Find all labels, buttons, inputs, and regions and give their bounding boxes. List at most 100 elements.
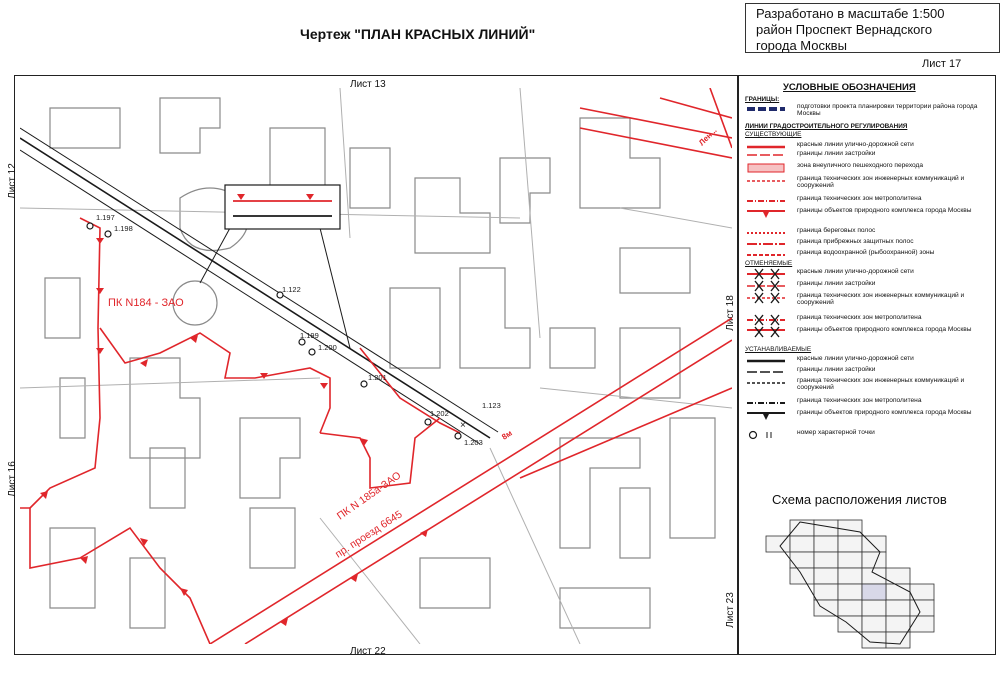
legend-symbol xyxy=(747,163,785,173)
building xyxy=(172,280,218,326)
legend-row: границы объектов природного комплекса го… xyxy=(739,409,995,429)
legend-row: граница береговых полос xyxy=(739,227,995,241)
building xyxy=(239,417,301,499)
legend-row: границы линии застройки xyxy=(739,280,995,294)
legend-group-established: УСТАНАВЛИВАЕМЫЕ xyxy=(745,346,812,353)
legend-row: граница технических зон метрополитена xyxy=(739,314,995,328)
point-marker xyxy=(276,291,284,299)
building xyxy=(619,247,691,294)
legend-row: подготовки проекта планировки территории… xyxy=(739,103,995,117)
building xyxy=(419,557,491,609)
legend-row: граница технических зон инженерных комму… xyxy=(739,292,995,312)
legend-row: границы объектов природного комплекса го… xyxy=(739,207,995,227)
legend-row: красные линии улично-дорожной сети xyxy=(739,355,995,369)
point-marker xyxy=(360,380,368,388)
legend-row: красные линии улично-дорожной сети xyxy=(739,268,995,282)
stamp-line-city: города Москвы xyxy=(756,38,847,53)
legend-symbol xyxy=(747,382,785,384)
legend-symbol xyxy=(747,200,785,202)
legend-row: границы линии застройки xyxy=(739,366,995,380)
point-marker xyxy=(104,230,112,238)
legend-symbol xyxy=(747,210,785,218)
point-label: 1.123 xyxy=(482,401,501,410)
legend-row: красные линии улично-дорожной сети xyxy=(739,141,995,155)
current-sheet-cell xyxy=(861,583,887,601)
legend-group-existing: СУЩЕСТВУЮЩИЕ xyxy=(745,131,802,138)
building xyxy=(49,107,121,149)
legend-symbol xyxy=(747,280,785,292)
point-label: 1.197 xyxy=(96,213,115,222)
legend-symbol xyxy=(747,180,785,182)
building xyxy=(559,587,651,629)
legend-symbol xyxy=(747,254,785,256)
drawing-title: Чертеж "ПЛАН КРАСНЫХ ЛИНИЙ" xyxy=(300,26,536,42)
building xyxy=(159,97,221,154)
legend-group-borders: ГРАНИЦЫ: xyxy=(745,96,780,103)
characteristic-points xyxy=(86,222,462,440)
legend-symbol xyxy=(747,402,785,404)
road-width-label: 8м xyxy=(500,428,514,441)
legend-row: граница прибрежных защитных полос xyxy=(739,238,995,252)
building xyxy=(619,487,651,559)
point-label: 1.202 xyxy=(430,409,449,418)
legend-row: граница технических зон инженерных комму… xyxy=(739,377,995,397)
red-tick-marks xyxy=(40,238,428,626)
building xyxy=(619,327,681,399)
point-label: 1.201 xyxy=(368,373,387,382)
stamp-line-district: район Проспект Вернадского xyxy=(756,22,933,37)
point-label: 1.200 xyxy=(318,343,337,352)
building xyxy=(59,377,86,439)
legend-symbol xyxy=(747,314,785,326)
adjacent-sheet-top: Лист 13 xyxy=(350,79,386,90)
legend-symbol xyxy=(747,145,785,149)
legend-group-cancelled: ОТМЕНЯЕМЫЕ xyxy=(745,260,793,267)
point-label: 1.199 xyxy=(300,331,319,340)
corner-street-label: Лен... xyxy=(697,126,719,148)
cross-marker: × xyxy=(460,420,466,431)
title-stamp: Разработано в масштабе 1:500 район Просп… xyxy=(745,3,1000,53)
zone-label-pk184: ПК N184 - ЗАО xyxy=(108,297,184,309)
legend-symbol xyxy=(747,268,785,280)
point-marker xyxy=(298,338,306,346)
legend-row: граница водоохранной (рыбоохранной) зоны xyxy=(739,249,995,263)
building xyxy=(349,147,391,209)
map-canvas[interactable]: 1.197 1.198 1.122 1.199 1.200 1.201 1.20… xyxy=(20,88,732,644)
legend-symbol xyxy=(747,326,785,338)
building xyxy=(129,357,201,459)
legend-symbol xyxy=(748,430,772,440)
legend-row: номер характерной точки xyxy=(739,429,995,443)
legend-symbol xyxy=(747,292,785,304)
legend-row: границы линии застройки xyxy=(739,150,995,164)
point-marker xyxy=(86,222,94,230)
building xyxy=(559,437,641,549)
point-label: 1.122 xyxy=(282,285,301,294)
building xyxy=(414,177,491,254)
building xyxy=(389,287,441,369)
legend-symbol xyxy=(747,371,785,373)
road-black-lines xyxy=(20,127,499,445)
building-outlines xyxy=(44,97,716,629)
callout-box xyxy=(199,184,351,349)
legend-row: граница технических зон инженерных комму… xyxy=(739,175,995,195)
adjacent-sheet-left-bottom: Лист 16 xyxy=(6,461,18,497)
point-marker xyxy=(424,418,432,426)
building xyxy=(44,277,81,339)
point-label: 1.198 xyxy=(114,224,133,233)
legend-symbol xyxy=(747,154,785,156)
legend-symbol xyxy=(747,243,785,245)
point-labels: 1.197 1.198 1.122 1.199 1.200 1.201 1.20… xyxy=(96,213,501,447)
building xyxy=(549,327,596,369)
point-marker xyxy=(454,432,462,440)
sheet-scheme xyxy=(765,519,935,649)
legend-symbol xyxy=(747,359,785,363)
legend-row: граница технических зон метрополитена xyxy=(739,397,995,411)
sheet-scheme-title: Схема расположения листов xyxy=(772,492,947,507)
legend-symbol xyxy=(747,412,785,420)
adjacent-sheet-left-top: Лист 12 xyxy=(6,163,18,199)
legend-symbol xyxy=(747,107,785,111)
adjacent-sheet-bottom: Лист 22 xyxy=(350,646,386,657)
building xyxy=(459,267,531,369)
legend-panel: УСЛОВНЫЕ ОБОЗНАЧЕНИЯ ГРАНИЦЫ: подготовки… xyxy=(738,75,996,655)
legend-row: граница технических зон метрополитена xyxy=(739,195,995,209)
point-marker xyxy=(308,348,316,356)
